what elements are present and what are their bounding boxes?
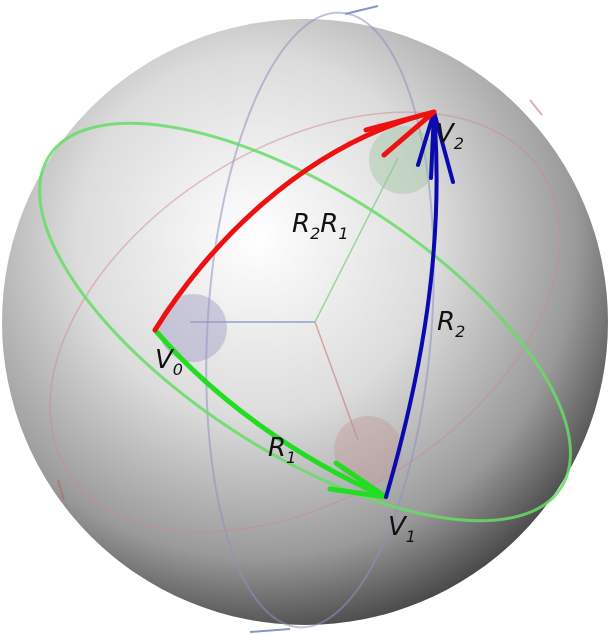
green-great-circle <box>38 121 572 523</box>
v0-marker <box>159 294 227 362</box>
axis-stub-top <box>344 5 379 15</box>
v2-marker <box>369 126 437 194</box>
axis-center-to-v2 <box>314 157 399 323</box>
axis-stub-bottom <box>249 628 291 633</box>
axis-stub-right-red <box>529 99 543 116</box>
label-v1: V1 <box>388 512 416 546</box>
r2-arrow-arc <box>384 110 439 499</box>
r1-arrowhead <box>327 460 389 500</box>
blue-great-circle <box>205 11 435 629</box>
r2r1-arrow-arc <box>152 109 437 333</box>
label-v0: V0 <box>155 345 183 379</box>
label-r2r1: R2R1 <box>292 209 349 243</box>
label-r1: R1 <box>268 433 296 467</box>
r2r1-arrowhead <box>363 109 437 158</box>
red-great-circle <box>49 111 561 533</box>
label-v2: V2 <box>436 119 464 153</box>
axis-stub-left-red <box>57 479 65 501</box>
v1-marker <box>334 416 402 484</box>
label-r2: R2 <box>437 307 465 341</box>
r1-arrow-arc <box>152 327 389 500</box>
r2-arrowhead <box>416 110 455 184</box>
axis-center-to-v1 <box>314 321 359 441</box>
